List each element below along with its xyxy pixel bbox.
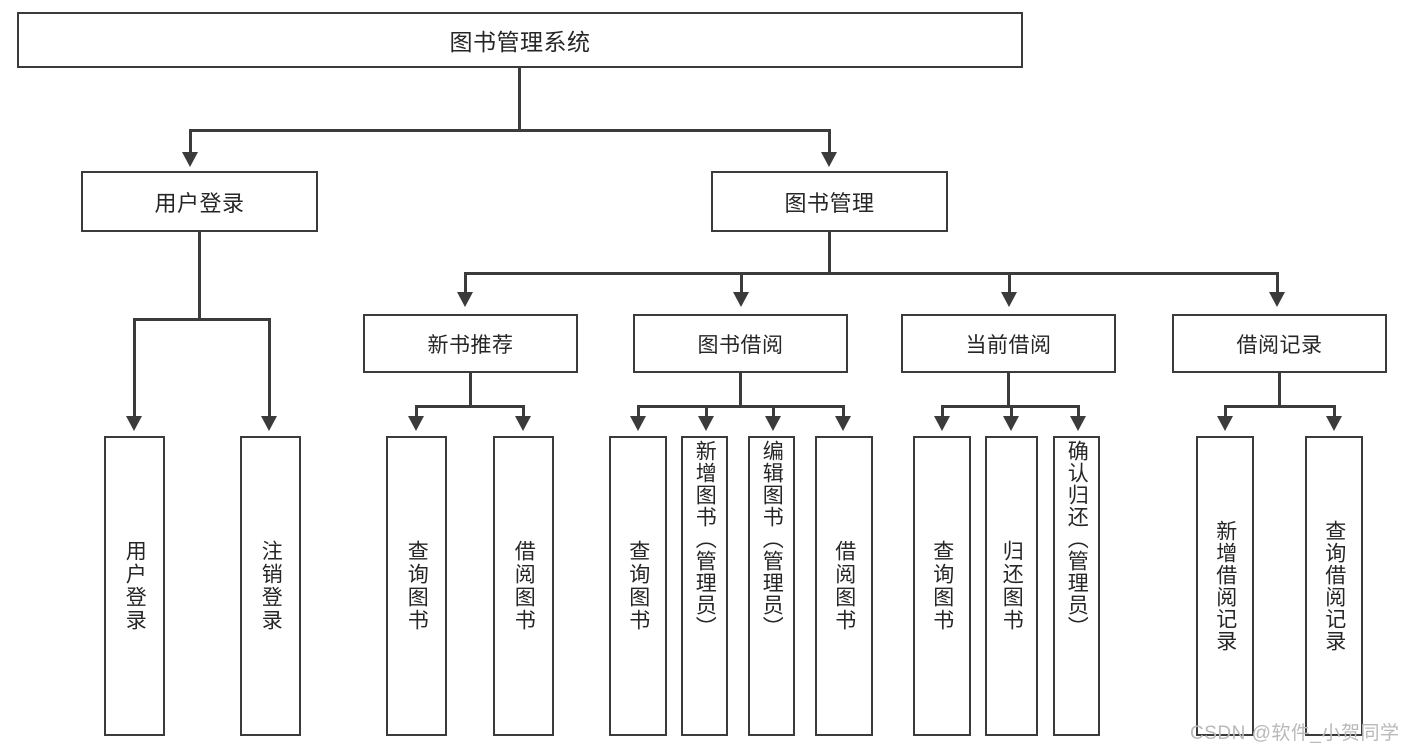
leaf-label: 编辑图书（管理员） — [760, 440, 784, 638]
leaf-label: 查询借阅记录 — [1322, 520, 1346, 652]
arrow-record-to-leaf-2 — [1326, 416, 1342, 431]
arrow-current-to-leaf-2 — [1003, 416, 1019, 431]
csdn-watermark: CSDN @软件_小贺同学 — [1190, 723, 1400, 744]
leaf-query-borrow-record[interactable]: 查询借阅记录 — [1305, 436, 1363, 736]
connector-record-to-leaf-1 — [1224, 405, 1227, 418]
arrow-login-to-leaf-2 — [261, 416, 277, 431]
connector-borrow-to-leaf-1 — [637, 405, 640, 418]
arrow-bookmgmt-to-current — [1001, 292, 1017, 307]
leaf-label: 确认归还（管理员） — [1065, 440, 1089, 638]
connector-bookmgmt-stem — [828, 232, 831, 274]
connector-newbook-stem — [469, 373, 472, 407]
arrow-record-to-leaf-1 — [1217, 416, 1233, 431]
leaf-label: 新增借阅记录 — [1213, 520, 1237, 652]
leaf-query-book-recommend[interactable]: 查询图书 — [386, 436, 447, 736]
arrow-root-to-bookmgmt — [821, 152, 837, 167]
connector-record-bus — [1224, 405, 1336, 408]
node-label: 用户登录 — [154, 190, 245, 216]
connector-borrow-to-leaf-4 — [842, 405, 845, 418]
node-label: 借阅记录 — [1236, 333, 1323, 357]
connector-newbook-to-leaf-1 — [415, 405, 418, 418]
leaf-label: 查询图书 — [626, 540, 650, 632]
arrow-borrow-to-leaf-1 — [630, 416, 646, 431]
connector-login-bus — [133, 318, 270, 321]
leaf-label: 查询图书 — [930, 540, 954, 632]
connector-borrow-to-leaf-3 — [772, 405, 775, 418]
arrow-borrow-to-leaf-3 — [765, 416, 781, 431]
arrow-bookmgmt-to-record — [1269, 292, 1285, 307]
node-book-management[interactable]: 图书管理 — [711, 171, 948, 232]
arrow-current-to-leaf-3 — [1070, 416, 1086, 431]
connector-record-to-leaf-2 — [1333, 405, 1336, 418]
node-label: 新书推荐 — [427, 333, 514, 357]
node-label: 图书管理 — [784, 190, 875, 216]
leaf-add-borrow-record[interactable]: 新增借阅记录 — [1196, 436, 1254, 736]
connector-login-stem — [198, 232, 201, 320]
arrow-newbook-to-leaf-1 — [408, 416, 424, 431]
arrow-borrow-to-leaf-2 — [698, 416, 714, 431]
connector-root-bus — [189, 129, 831, 132]
leaf-label: 借阅图书 — [832, 540, 856, 632]
leaf-query-book-borrow[interactable]: 查询图书 — [609, 436, 667, 736]
connector-current-to-leaf-3 — [1077, 405, 1080, 418]
connector-borrow-to-leaf-2 — [705, 405, 708, 418]
connector-root-to-bookmgmt — [828, 129, 831, 154]
leaf-user-login[interactable]: 用户登录 — [104, 436, 165, 736]
connector-bookmgmt-to-newbook — [464, 272, 467, 294]
leaf-return-book[interactable]: 归还图书 — [985, 436, 1038, 736]
arrow-bookmgmt-to-borrow — [733, 292, 749, 307]
arrow-login-to-leaf-1 — [126, 416, 142, 431]
connector-record-stem — [1278, 373, 1281, 407]
connector-bookmgmt-to-record — [1276, 272, 1279, 294]
connector-login-to-leaf-1 — [133, 318, 136, 418]
connector-current-to-leaf-2 — [1010, 405, 1013, 418]
leaf-borrow-book-recommend[interactable]: 借阅图书 — [493, 436, 554, 736]
arrow-bookmgmt-to-newbook — [457, 292, 473, 307]
node-label: 图书借阅 — [697, 333, 784, 357]
leaf-edit-book-admin[interactable]: 编辑图书（管理员） — [748, 436, 795, 736]
leaf-borrow-book[interactable]: 借阅图书 — [815, 436, 873, 736]
leaf-query-book-current[interactable]: 查询图书 — [913, 436, 971, 736]
connector-newbook-bus — [415, 405, 525, 408]
node-root-system[interactable]: 图书管理系统 — [17, 12, 1023, 68]
connector-bookmgmt-to-borrow — [740, 272, 743, 294]
leaf-logout[interactable]: 注销登录 — [240, 436, 301, 736]
connector-borrow-bus — [637, 405, 845, 408]
connector-current-stem — [1007, 373, 1010, 407]
leaf-label: 查询图书 — [405, 540, 429, 632]
node-label: 当前借阅 — [965, 333, 1052, 357]
leaf-label: 注销登录 — [259, 540, 283, 632]
connector-root-stem — [518, 68, 521, 130]
node-borrow-record[interactable]: 借阅记录 — [1172, 314, 1387, 373]
connector-bookmgmt-bus — [464, 272, 1279, 275]
node-label: 图书管理系统 — [449, 29, 591, 55]
connector-borrow-stem — [739, 373, 742, 407]
arrow-newbook-to-leaf-2 — [515, 416, 531, 431]
connector-bookmgmt-to-current — [1008, 272, 1011, 294]
arrow-current-to-leaf-1 — [934, 416, 950, 431]
arrow-root-to-login — [182, 152, 198, 167]
leaf-confirm-return-admin[interactable]: 确认归还（管理员） — [1053, 436, 1100, 736]
arrow-borrow-to-leaf-4 — [835, 416, 851, 431]
node-user-login[interactable]: 用户登录 — [81, 171, 318, 232]
leaf-label: 新增图书（管理员） — [693, 440, 717, 638]
connector-root-to-login — [189, 129, 192, 154]
node-new-book-recommend[interactable]: 新书推荐 — [363, 314, 578, 373]
leaf-label: 归还图书 — [1000, 540, 1024, 632]
node-current-borrow[interactable]: 当前借阅 — [901, 314, 1116, 373]
connector-current-to-leaf-1 — [941, 405, 944, 418]
connector-login-to-leaf-2 — [268, 318, 271, 418]
leaf-label: 借阅图书 — [512, 540, 536, 632]
leaf-label: 用户登录 — [123, 540, 147, 632]
leaf-add-book-admin[interactable]: 新增图书（管理员） — [681, 436, 728, 736]
connector-newbook-to-leaf-2 — [522, 405, 525, 418]
node-book-borrow[interactable]: 图书借阅 — [633, 314, 848, 373]
